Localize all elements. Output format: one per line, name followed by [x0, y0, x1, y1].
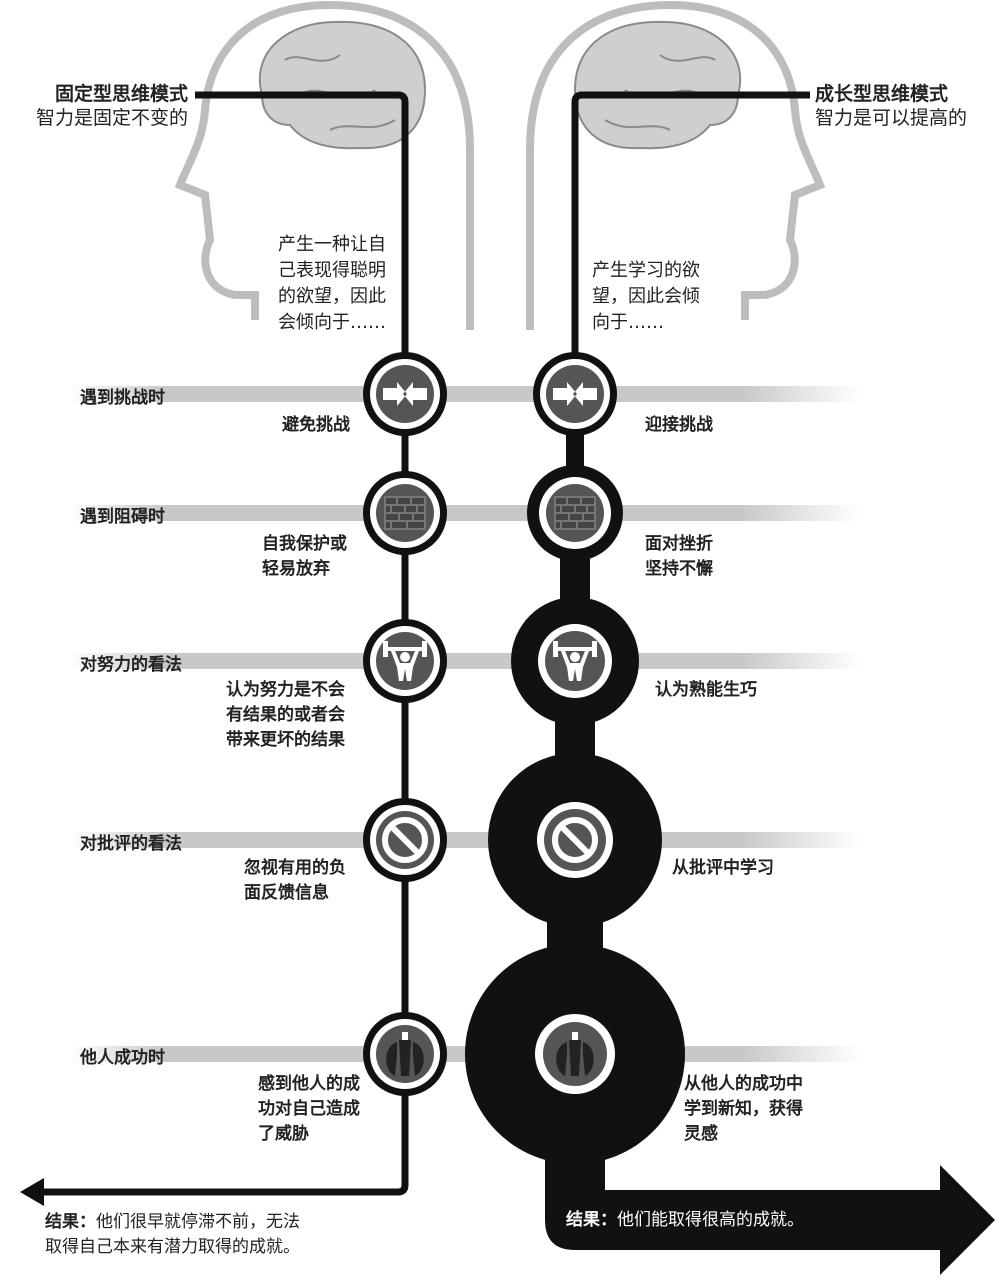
growth-outcome-others-success: 从他人的成功中学到新知，获得灵感 [684, 1074, 803, 1144]
weightlifter-icon [553, 641, 597, 681]
fixed-outcome-obstacle: 自我保护或轻易放弃 [262, 534, 347, 579]
prohibition-icon [382, 817, 428, 863]
growth-outcome-challenge: 迎接挑战 [645, 415, 713, 435]
left-result-arrow [20, 1178, 44, 1206]
row-label-effort: 对努力的看法 [80, 655, 182, 675]
left-head-outline [174, 0, 474, 330]
fixed-outcome-criticism: 忽视有用的负面反馈信息 [244, 858, 346, 903]
brick-wall-icon [384, 496, 426, 530]
row-label-criticism: 对批评的看法 [80, 834, 182, 854]
others-success-icon [386, 1032, 424, 1076]
growth-mindset-subtitle: 智力是可以提高的 [815, 107, 968, 129]
challenge-arrows-icon [383, 382, 427, 406]
weightlifter-icon [383, 641, 427, 681]
challenge-arrows-icon [553, 382, 597, 406]
growth-outcome-obstacle: 面对挫折坚持不懈 [645, 534, 713, 579]
fixed-outcome-effort: 认为努力是不会有结果的或者会带来更坏的结果 [226, 680, 345, 750]
fixed-result-line1: 结果：他们很早就停滞不前，无法 [45, 1212, 300, 1232]
row-bands [70, 386, 860, 1062]
right-head-outline [526, 0, 826, 330]
fixed-outcome-challenge: 避免挑战 [282, 415, 350, 435]
growth-desc: 产生学习的欲望，因此会倾向于…… [592, 260, 700, 333]
fixed-outcome-others-success: 感到他人的成功对自己造成了威胁 [258, 1074, 360, 1144]
brick-wall-icon [554, 496, 596, 530]
row-label-others-success: 他人成功时 [80, 1048, 165, 1068]
growth-outcome-criticism: 从批评中学习 [672, 858, 774, 878]
right-brain-icon [573, 20, 741, 150]
fixed-mindset-title: 固定型思维模式 [54, 83, 188, 105]
others-success-icon [556, 1032, 594, 1076]
prohibition-icon [552, 817, 598, 863]
fixed-mindset-subtitle: 智力是固定不变的 [35, 107, 188, 129]
row-label-obstacle: 遇到阻碍时 [80, 507, 165, 527]
row-label-challenge: 遇到挑战时 [80, 388, 165, 408]
left-brain-icon [259, 20, 427, 150]
growth-mindset-title: 成长型思维模式 [815, 83, 949, 105]
growth-result: 结果：他们能取得很高的成就。 [566, 1210, 804, 1230]
fixed-desc: 产生一种让自己表现得聪明的欲望，因此会倾向于…… [278, 234, 386, 333]
fixed-result-line2: 取得自己本来有潜力取得的成就。 [45, 1237, 300, 1257]
growth-outcome-effort: 认为熟能生巧 [655, 680, 757, 700]
